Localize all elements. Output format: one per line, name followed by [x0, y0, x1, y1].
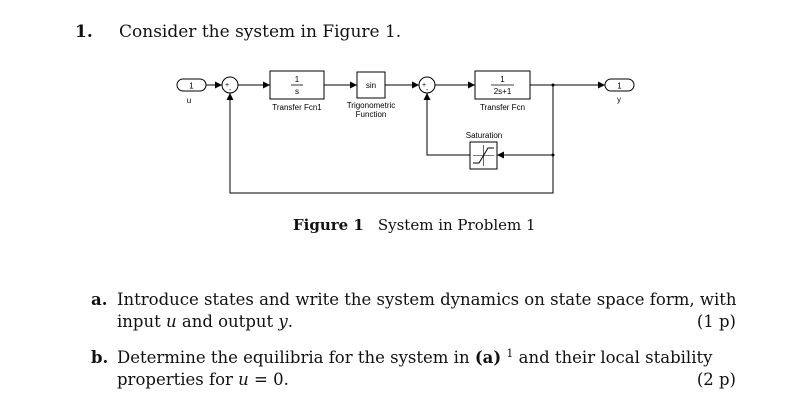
transfer-fcn-denominator: 2s+1	[494, 87, 512, 96]
transfer-fcn-numerator: 1	[500, 75, 505, 84]
input-port: 1 u	[176, 78, 207, 105]
figure-caption-label: Figure 1	[293, 216, 364, 234]
saturation-label: Saturation	[466, 131, 502, 140]
transfer-fcn-block: 1 2s+1 Transfer Fcn	[474, 70, 531, 112]
part-a-points: (1 p)	[696, 312, 736, 331]
sum2-minus-sign: -	[426, 87, 429, 94]
trig-function-label-1: Trigonometric	[347, 101, 396, 110]
part-b-ref: (a)	[474, 348, 502, 367]
transfer-fcn1-label: Transfer Fcn1	[272, 103, 322, 112]
problem-number: 1.	[75, 22, 93, 42]
trig-function-label-2: Function	[356, 110, 387, 119]
input-port-label: u	[187, 96, 191, 105]
part-b-line2-prefix: properties for	[117, 370, 239, 389]
part-a: a. Introduce states and write the system …	[91, 289, 741, 333]
problem-intro: Consider the system in Figure 1.	[119, 22, 402, 42]
part-a-var-y: y	[278, 312, 288, 331]
part-a-line2-mid: and output	[176, 312, 279, 331]
transfer-fcn-label: Transfer Fcn	[480, 103, 525, 112]
figure-caption: Figure 1 System in Problem 1	[293, 216, 536, 234]
saturation-block: Saturation	[466, 131, 502, 170]
sum-block-1: + -	[221, 76, 239, 94]
part-b-line1-suffix: and their local stability	[513, 348, 713, 367]
output-port-number: 1	[617, 82, 622, 91]
signal-lines	[206, 81, 605, 194]
part-a-line1: Introduce states and write the system dy…	[117, 290, 737, 309]
part-a-var-u: u	[165, 312, 177, 331]
part-b-var-u: u	[238, 370, 249, 389]
transfer-fcn1-numerator: 1	[295, 75, 300, 84]
part-b-line1-prefix: Determine the equilibria for the system …	[117, 348, 475, 367]
output-port-label: y	[617, 95, 621, 104]
sum2-plus-sign: +	[422, 82, 426, 89]
sum-block-2: + -	[418, 76, 436, 94]
sum1-plus-sign: +	[225, 82, 229, 89]
output-port: 1 y	[604, 78, 635, 104]
part-b: b. Determine the equilibria for the syste…	[91, 347, 741, 391]
figure-caption-text: System in Problem 1	[377, 216, 536, 234]
transfer-fcn1-block: 1 s Transfer Fcn1	[269, 70, 325, 112]
trig-function-block: sin Trigonometric Function	[347, 71, 396, 119]
transfer-fcn1-denominator: s	[295, 87, 299, 96]
trig-function-content: sin	[366, 81, 376, 90]
footnote-marker: 1	[506, 347, 514, 360]
part-b-points: (2 p)	[696, 370, 736, 389]
part-a-label: a.	[91, 290, 108, 309]
part-a-line2-prefix: input	[117, 312, 166, 331]
part-b-label: b.	[91, 348, 109, 367]
input-port-number: 1	[189, 82, 194, 91]
sum1-minus-sign: -	[229, 87, 232, 94]
part-a-line2-end: .	[287, 312, 293, 331]
part-b-line2-eq: = 0.	[248, 370, 289, 389]
